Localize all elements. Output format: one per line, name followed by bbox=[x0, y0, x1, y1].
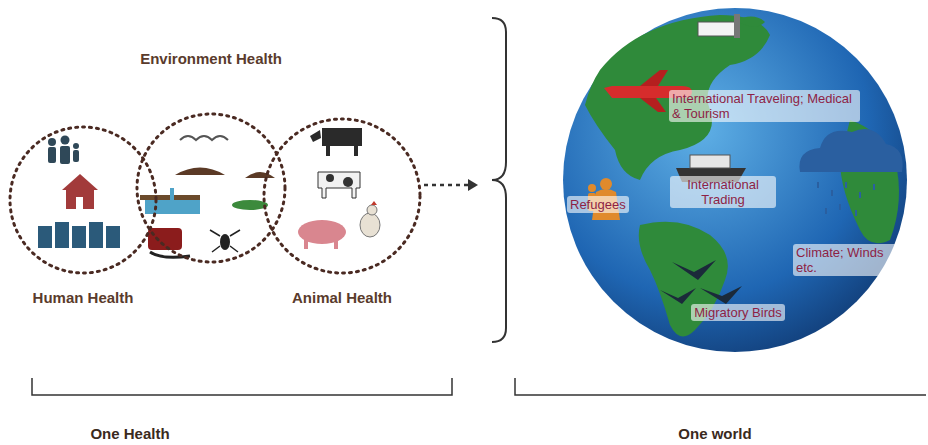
circle-heading: Animal Health bbox=[262, 289, 422, 306]
globe-label: Migratory Birds bbox=[691, 304, 784, 321]
globe-label: International Traveling; Medical & Touri… bbox=[669, 90, 860, 122]
dotted-circle bbox=[262, 117, 422, 275]
circle-heading: Environment Health bbox=[105, 50, 317, 67]
dotted-circle bbox=[8, 125, 158, 275]
bracket bbox=[515, 378, 926, 395]
bracket-label: One world bbox=[645, 425, 785, 442]
animal-icons bbox=[298, 128, 380, 249]
human-health-circle: Human Health bbox=[8, 125, 158, 275]
bracket bbox=[32, 378, 452, 395]
human-icons bbox=[38, 136, 120, 249]
globe-circle: International Traveling; Medical & Touri… bbox=[563, 8, 907, 352]
circle-heading: Human Health bbox=[8, 289, 158, 306]
arrow-head bbox=[468, 179, 478, 191]
globe-label: Refugees bbox=[567, 196, 629, 213]
brace bbox=[492, 18, 506, 342]
globe-label: International Trading bbox=[670, 176, 776, 208]
animal-health-circle: Animal Health bbox=[262, 117, 422, 275]
flow-arrow bbox=[424, 184, 468, 187]
bracket-label: One Health bbox=[60, 425, 200, 442]
globe-label: Climate; Winds etc. bbox=[793, 244, 907, 276]
environment-icons bbox=[140, 136, 275, 257]
globe bbox=[563, 8, 907, 352]
